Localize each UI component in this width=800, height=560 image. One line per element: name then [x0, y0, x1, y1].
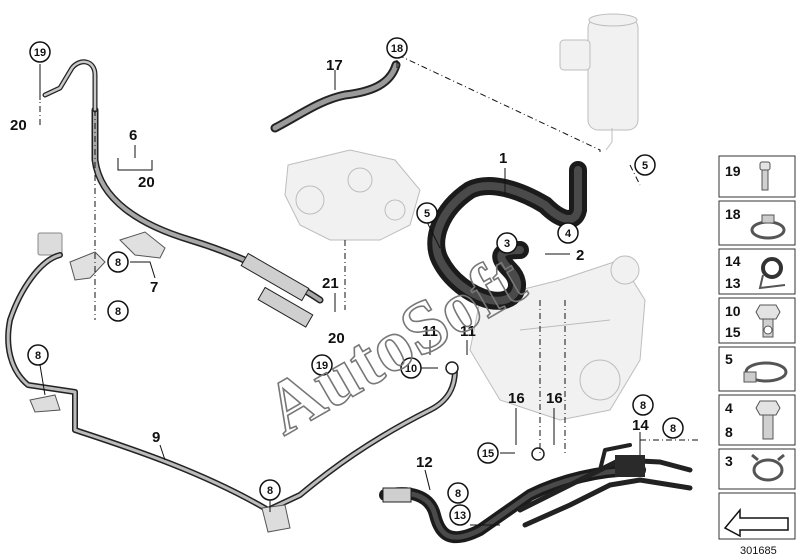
callout-20-mid: 20 — [138, 174, 155, 191]
callout-20-top: 20 — [10, 117, 27, 134]
legend-5-top: 5 — [725, 351, 733, 367]
callout-4-mid: 4 — [565, 228, 572, 240]
callout-15: 15 — [482, 448, 494, 460]
callout-21: 21 — [322, 275, 339, 292]
legend-13-bottom: 13 — [725, 275, 741, 291]
legend-4-top: 4 — [725, 400, 733, 416]
callout-8-bl: 8 — [267, 485, 273, 497]
callout-19-top: 19 — [34, 47, 46, 59]
callout-8-a: 8 — [115, 257, 121, 269]
leader-lines — [39, 60, 641, 526]
callout-18-top: 18 — [391, 43, 403, 55]
hose-12 — [379, 464, 646, 544]
callout-8-b: 8 — [115, 306, 121, 318]
arrow-icon — [723, 507, 789, 538]
reservoir-ghost — [559, 13, 639, 151]
reference-number: 301685 — [740, 545, 777, 557]
bracket-ghost — [37, 232, 63, 256]
pipe-9 — [5, 252, 458, 513]
callout-2: 2 — [576, 247, 584, 264]
pipe-14-assembly — [517, 443, 693, 528]
callout-11-a: 11 — [422, 323, 438, 340]
callout-19-low: 19 — [316, 360, 328, 372]
callout-7: 7 — [150, 279, 158, 296]
callout-8-bot: 8 — [455, 488, 461, 500]
callout-13: 13 — [454, 510, 466, 522]
legend-panel: 19 18 14 13 10 15 5 — [718, 155, 796, 557]
legend-3-top: 3 — [725, 453, 733, 469]
callout-16-a: 16 — [508, 390, 525, 407]
callout-circles: 19 18 5 5 3 4 8 8 19 8 10 15 8 8 8 13 8 — [27, 37, 684, 526]
reference-lines — [39, 54, 700, 455]
callout-10: 10 — [405, 363, 417, 375]
spring-clamp-icon — [751, 453, 785, 482]
callout-14: 14 — [632, 417, 649, 434]
callout-5-mid: 5 — [424, 208, 430, 220]
legend-19-top: 19 — [725, 163, 741, 179]
banjo-bolt-icon — [755, 304, 781, 338]
callout-5-right: 5 — [642, 160, 648, 172]
legend-18-top: 18 — [725, 206, 741, 222]
legend-15-bottom: 15 — [725, 324, 741, 340]
legend-14-top: 14 — [725, 253, 741, 269]
callout-3-mid: 3 — [504, 238, 510, 250]
fittings — [29, 231, 545, 533]
pump-ghost — [284, 149, 421, 241]
callout-numbers: 20 6 20 17 1 2 7 21 20 11 11 9 16 16 14 … — [10, 57, 649, 471]
callout-8-r2: 8 — [670, 423, 676, 435]
callout-9: 9 — [152, 429, 160, 446]
hose-clamp-icon — [750, 214, 786, 240]
callout-20-low: 20 — [328, 330, 345, 347]
hose-1 — [427, 161, 587, 310]
legend-10-top: 10 — [725, 303, 741, 319]
callout-1: 1 — [499, 150, 507, 167]
callout-12: 12 — [416, 454, 433, 471]
callout-17: 17 — [326, 57, 343, 74]
callout-6: 6 — [129, 127, 137, 144]
callout-8-left: 8 — [35, 350, 41, 362]
hose-17 — [270, 60, 401, 133]
bolt-icon — [759, 161, 771, 191]
callout-16-b: 16 — [546, 390, 563, 407]
hex-bolt-icon — [755, 400, 781, 440]
p-clip-icon — [758, 257, 786, 290]
worm-clamp-icon — [743, 361, 788, 383]
legend-8-bottom: 8 — [725, 424, 733, 440]
callout-8-r1: 8 — [640, 400, 646, 412]
callout-11-b: 11 — [460, 323, 476, 340]
